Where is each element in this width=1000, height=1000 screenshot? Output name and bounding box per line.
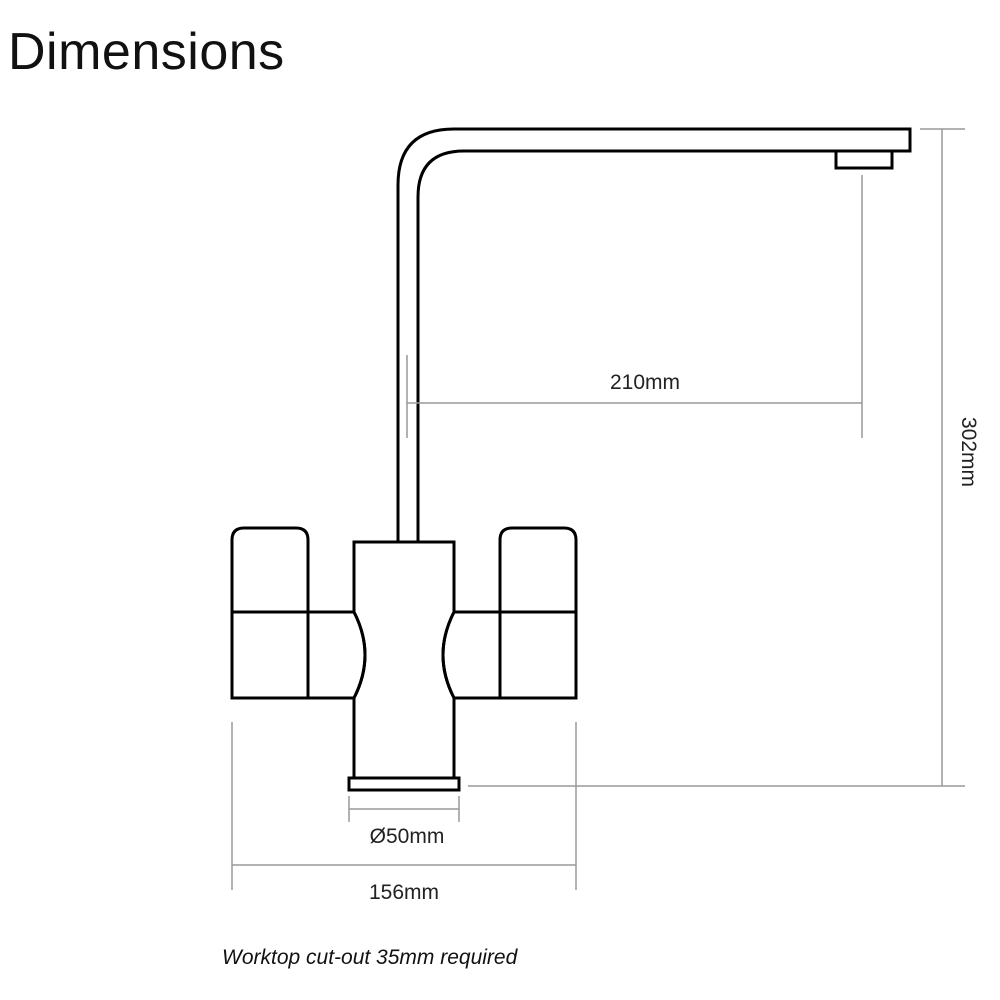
base-diameter-label: Ø50mm [370, 825, 445, 848]
left-handle [230, 526, 310, 700]
right-handle [498, 526, 578, 700]
right-handle-stem [441, 610, 500, 700]
aerator [834, 149, 894, 170]
overall-width-label: 156mm [369, 881, 439, 904]
left-handle-stem [308, 610, 367, 700]
reach-label: 210mm [610, 371, 680, 394]
base-ring [347, 776, 461, 792]
tap-outline [230, 127, 912, 792]
dimension-lines [231, 128, 965, 890]
height-label: 302mm [957, 417, 980, 487]
page-title: Dimensions [8, 23, 285, 81]
tap-body [352, 540, 456, 780]
spout [396, 127, 912, 544]
cutout-note: Worktop cut-out 35mm required [222, 946, 518, 969]
